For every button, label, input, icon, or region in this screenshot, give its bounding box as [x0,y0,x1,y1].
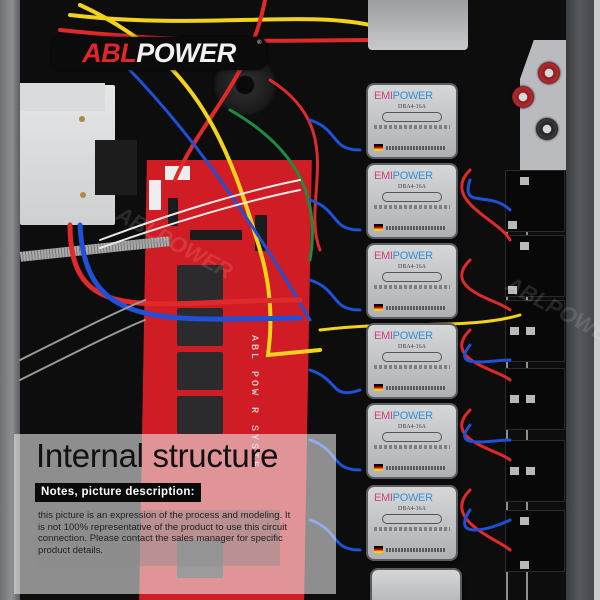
pcb-connector [165,166,190,180]
emi-filter-spec [374,527,450,531]
german-flag-icon [374,384,383,391]
outlet-socket [505,368,565,430]
emi-filter-brand-b: POWER [392,492,433,504]
emi-filter: EMIPOWER DBA4-16A [368,487,456,559]
emi-filter-tagline [386,466,446,470]
emi-filter-spec [374,365,450,369]
emi-filter-model: DBA4-16A [398,264,426,270]
emi-filter-spec [374,445,450,449]
emi-filter: EMIPOWER DBA4-16A [368,85,456,157]
emi-filter-tagline [386,386,446,390]
outlet-socket [505,510,565,572]
emi-filter: EMIPOWER DBA4-16A [368,405,456,477]
filter-schematic-icon [382,192,442,202]
emi-filter-brand-b: POWER [392,410,433,422]
emi-filter-spec [374,285,450,289]
registered-mark: ® [257,40,261,46]
outlet-socket [505,170,565,232]
filter-schematic-icon [382,272,442,282]
emi-filter-brand-b: POWER [392,170,433,182]
emi-filter-top [368,0,468,50]
outlet-socket [505,440,565,502]
emi-filter-brand-a: EMI [374,410,393,422]
pcb-relay [177,308,223,346]
emi-filter-model: DBA4-16A [398,424,426,430]
pcb-relay [177,396,223,434]
emi-filter-model: DBA4-16A [398,506,426,512]
emi-filter-brand-a: EMI [374,330,393,342]
pcb-silkscreen-label: ABL POW R SYSTE [248,335,259,471]
red-binding-post-icon [512,86,534,108]
red-binding-post-icon [538,62,560,84]
notes-label: Notes, picture description: [35,483,201,502]
emi-filter-spec [374,205,450,209]
german-flag-icon [374,304,383,311]
emi-filter-spec [374,125,450,129]
pcb-relay [177,352,223,390]
emi-filter-model: DBA4-16A [398,344,426,350]
screw-icon [79,116,85,122]
mounting-bracket [95,140,137,195]
emi-filter-tagline [386,146,446,150]
filter-schematic-icon [382,352,442,362]
overlay-title: Internal structure [36,437,279,474]
emi-filter-tagline [386,306,446,310]
pcb-connector [149,180,161,210]
emi-filter: EMIPOWER DBA4-16A [368,325,456,397]
emi-filter: EMIPOWER DBA4-16A [368,165,456,237]
chassis-right-edge [594,0,600,600]
emi-filter-brand-a: EMI [374,250,393,262]
circuit-breaker-top [20,83,105,111]
screw-icon [80,192,86,198]
emi-filter-brand-b: POWER [392,250,433,262]
emi-filter-tagline [386,548,446,552]
emi-filter-brand-b: POWER [392,90,433,102]
german-flag-icon [374,546,383,553]
emi-filter-brand-a: EMI [374,492,393,504]
logo-abl-text: ABL [82,38,137,68]
emi-filter: EMIPOWER DBA4-16A [368,245,456,317]
logo-power-text: POWER [136,38,236,68]
emi-filter-partial [372,570,460,600]
german-flag-icon [374,224,383,231]
emi-filter-brand-b: POWER [392,330,433,342]
emi-filter-brand-a: EMI [374,90,393,102]
pcb-ic [190,230,242,240]
german-flag-icon [374,144,383,151]
emi-filter-brand-a: EMI [374,170,393,182]
pcb-ic [255,215,267,251]
filter-schematic-icon [382,432,442,442]
german-flag-icon [374,464,383,471]
filter-schematic-icon [382,112,442,122]
pcb-ic [168,198,178,226]
description-overlay [14,434,336,594]
filter-schematic-icon [382,514,442,524]
emi-filter-tagline [386,226,446,230]
notes-text: this picture is an expression of the pro… [38,510,291,556]
emi-filter-model: DBA4-16A [398,104,426,110]
emi-filter-model: DBA4-16A [398,184,426,190]
black-binding-post-icon [536,118,558,140]
notes-box [35,510,280,566]
